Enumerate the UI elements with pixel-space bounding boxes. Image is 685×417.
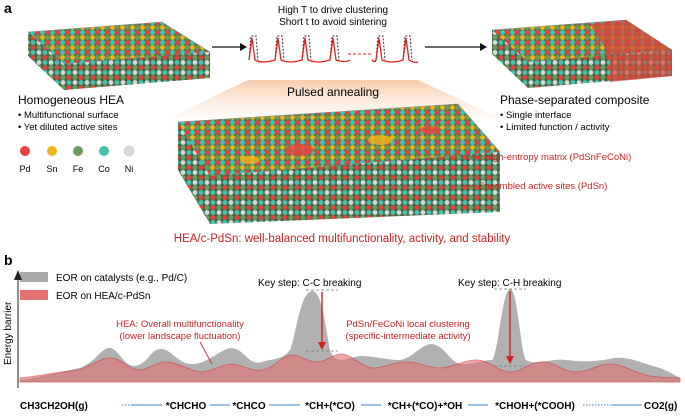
homogeneous-hea-bullet-1: • Multifunctional surface [18, 110, 118, 121]
legend-label-ni: Ni [125, 164, 134, 174]
legend-swatch-red [20, 290, 48, 300]
legend-swatch-gray [20, 272, 48, 282]
legend-dot-ni [123, 145, 135, 157]
note-cluster-line1: PdSn/FeCoNi local clustering [346, 319, 470, 330]
x-label-co2: CO2(g) [644, 401, 677, 412]
x-label-chco: *CHCO [232, 401, 266, 412]
cc-breaking-marker [306, 289, 338, 352]
x-label-choh-cooh: *CHOH+(*COOH) [495, 401, 575, 412]
note-cluster-line2: (specific-intermediate activity) [345, 331, 470, 342]
legend-label-red: EOR on HEA/c-PdSn [56, 291, 150, 302]
homogeneous-hea-slab [27, 21, 211, 90]
phase-separated-bullet-2: • Limited function / activity [500, 122, 610, 133]
ch-breaking-marker [494, 288, 526, 367]
legend-dot-fe [73, 146, 83, 156]
legend-label-sn: Sn [46, 164, 57, 174]
x-label-chcho: *CHCHO [166, 401, 207, 412]
pulsed-annealing-title: Pulsed annealing [287, 85, 379, 99]
note-hea-line2: (lower landscape fluctuation) [120, 331, 241, 342]
annotation-ensembled-active-sites: Ensembled active sites (PdSn) [478, 181, 607, 192]
pulse-train-icon [248, 35, 419, 63]
x-label-ch-co-oh: *CH+(*CO)+*OH [388, 401, 462, 412]
x-label-ethanol: CH3CH2OH(g) [20, 401, 88, 412]
legend-label-fe: Fe [73, 164, 84, 174]
homogeneous-hea-bullet-2: • Yet diluted active sites [18, 122, 118, 133]
panel-b-label: b [4, 252, 13, 268]
legend-label-gray: EOR on catalysts (e.g., Pd/C) [56, 273, 187, 284]
pulse-caption-line1: High T to drive clustering [278, 5, 388, 16]
legend-label-co: Co [98, 164, 110, 174]
red-energy-landscape [19, 353, 681, 383]
key-step-cc-label: Key step: C-C breaking [258, 278, 361, 289]
phase-separated-slab [491, 19, 673, 88]
hea-c-pdsn-slab [177, 103, 501, 224]
phase-separated-bullet-1: • Single interface [500, 110, 571, 121]
y-axis-label: Energy barrier [3, 301, 14, 365]
key-step-ch-label: Key step: C-H breaking [458, 278, 561, 289]
legend-dot-co [99, 146, 109, 156]
legend-dot-pd [20, 146, 30, 156]
legend-dot-sn [47, 146, 57, 156]
legend-label-pd: Pd [19, 164, 30, 174]
x-label-ch-co: *CH+(*CO) [305, 401, 355, 412]
element-legend: Pd Sn Fe Co Ni [19, 145, 135, 174]
panel-a-label: a [4, 0, 12, 16]
hea-c-pdsn-caption: HEA/c-PdSn: well-balanced multifunctiona… [174, 233, 511, 245]
annotation-high-entropy-matrix: High-entropy matrix (PdSnFeCoNi) [484, 152, 631, 163]
phase-separated-title: Phase-separated composite [500, 93, 650, 107]
note-hea-line1: HEA: Overall multifunctionality [116, 319, 244, 330]
pulse-caption-line2: Short t to avoid sintering [279, 17, 387, 28]
gray-energy-landscape [20, 289, 680, 382]
homogeneous-hea-title: Homogeneous HEA [18, 93, 124, 107]
